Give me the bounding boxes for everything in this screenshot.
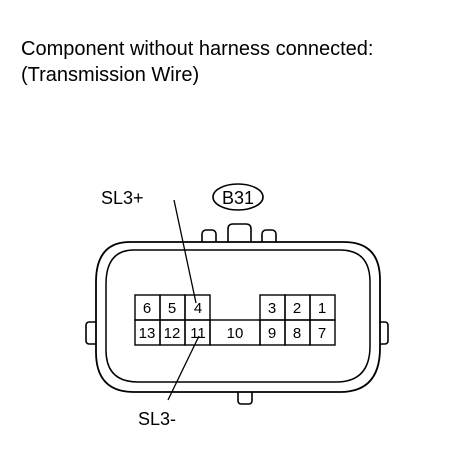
pin-numbers: 6 5 4 3 2 1 13 12 11 10 9 8 7 [139,300,327,342]
sl3-minus-leader-line [167,335,200,401]
diagram-caption: Component without harness connected: (Tr… [21,36,373,88]
sl3-plus-label: SL3+ [101,188,144,208]
pin-number: 3 [268,300,276,317]
pin-number: 2 [293,300,301,317]
pin-number: 13 [139,325,156,342]
caption-line-2: (Transmission Wire) [21,64,200,86]
pin-number: 1 [318,300,326,317]
sl3-plus-leader-line [173,199,197,304]
connector-code-ellipse [212,183,264,211]
sl3-minus-label: SL3- [138,409,176,429]
connector-outer-housing [95,241,381,393]
pin-number: 9 [268,325,276,342]
pin-number: 7 [318,325,326,342]
pin-number: 10 [227,325,244,342]
connector-code: B31 [222,188,254,208]
pin-cavity-block [134,294,336,346]
connector-inner-housing [105,249,371,383]
pin-number: 4 [194,300,202,317]
pin-number: 6 [143,300,151,317]
pin-cell [309,319,336,346]
pin-number: 11 [190,325,206,342]
pin-number: 8 [293,325,301,342]
pin-number: 5 [168,300,176,317]
caption-line-1: Component without harness connected: [21,38,374,60]
connector-code-badge: B31 [212,183,264,211]
pin-number: 12 [164,325,181,342]
